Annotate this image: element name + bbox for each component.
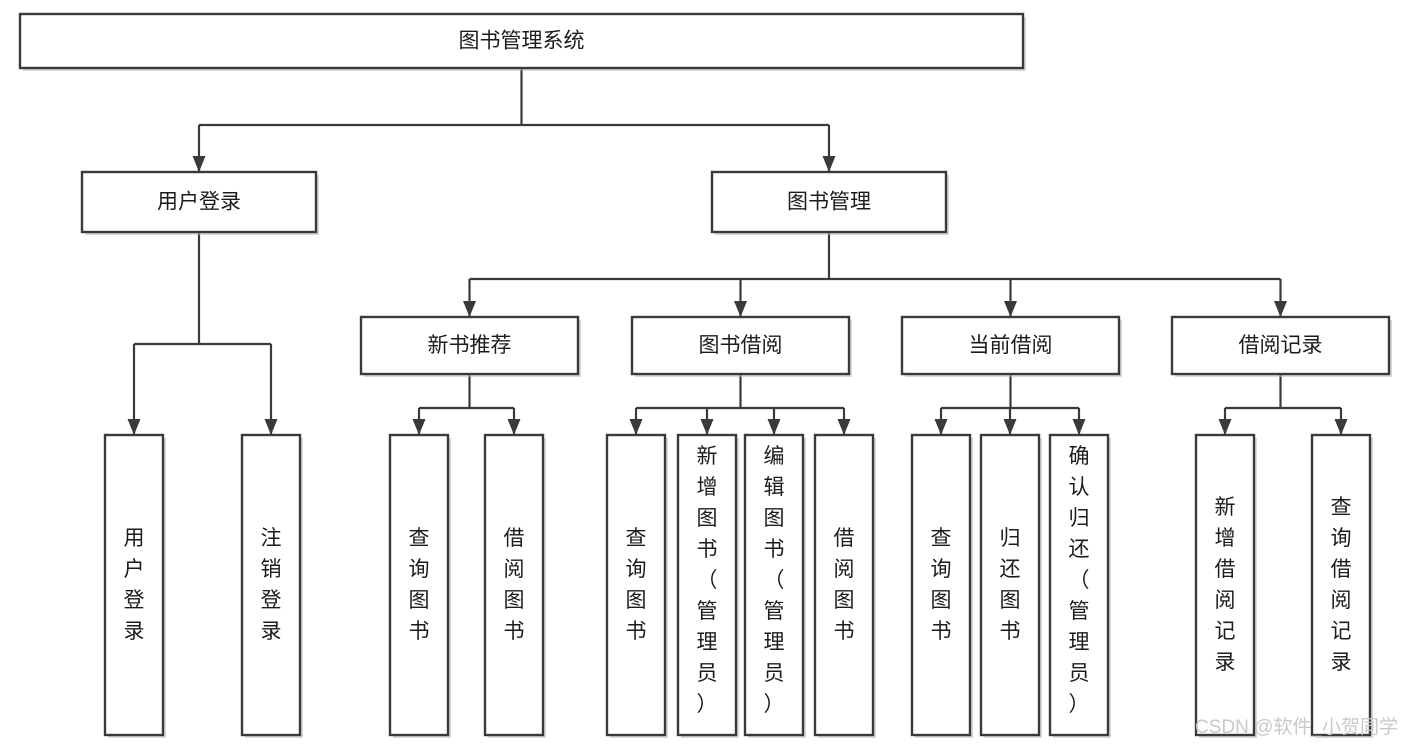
node-box[interactable] [18,12,1025,70]
node-leaf-user-logout[interactable]: 注销登录 [240,433,303,738]
node-box[interactable] [605,433,667,737]
node-book-manage[interactable]: 图书管理 [710,170,949,235]
node-box[interactable] [240,433,302,737]
node-label: 新书推荐 [428,334,512,357]
node-label: 查询图书 [626,527,647,643]
node-borrow-record[interactable]: 借阅记录 [1170,315,1392,377]
edge-group-book-manage [463,232,1287,317]
node-user-login[interactable]: 用户登录 [80,170,319,235]
node-label: 借阅记录 [1239,334,1323,357]
edge-group-borrow-record [1218,374,1348,435]
node-box[interactable] [900,315,1121,376]
node-box[interactable] [676,433,738,737]
node-leaf-query-book-2[interactable]: 查询图书 [605,433,668,738]
node-new-book-rec[interactable]: 新书推荐 [359,315,581,377]
node-box[interactable] [359,315,580,376]
node-book-borrow[interactable]: 图书借阅 [630,315,852,377]
node-label: 新增图书（管理员） [697,445,718,716]
node-leaf-query-book-1[interactable]: 查询图书 [388,433,451,738]
node-label: 图书借阅 [699,334,783,357]
node-box[interactable] [743,433,805,737]
node-leaf-add-record[interactable]: 新增借阅记录 [1194,433,1257,738]
csdn-watermark: CSDN @软件_小贺同学 [1195,716,1398,738]
node-root[interactable]: 图书管理系统 [18,12,1026,71]
node-label: 查询图书 [931,527,952,643]
node-box[interactable] [979,433,1041,737]
node-label: 图书管理系统 [459,30,585,53]
node-label: 借阅图书 [504,527,525,643]
edges-layer [127,68,1348,435]
node-leaf-borrow-book-1[interactable]: 借阅图书 [483,433,546,738]
node-box[interactable] [1170,315,1391,376]
node-leaf-user-login[interactable]: 用户登录 [103,433,166,738]
node-leaf-edit-book[interactable]: 编辑图书（管理员） [743,433,806,738]
node-label: 注销登录 [261,527,282,643]
node-box[interactable] [910,433,972,737]
node-leaf-return-book[interactable]: 归还图书 [979,433,1042,738]
node-label: 用户登录 [124,527,145,643]
edge-group-root [192,68,836,172]
node-label: 编辑图书（管理员） [764,445,785,716]
node-leaf-borrow-book-2[interactable]: 借阅图书 [813,433,876,738]
node-leaf-add-book[interactable]: 新增图书（管理员） [676,433,739,738]
node-leaf-confirm-return[interactable]: 确认归还（管理员） [1048,433,1111,738]
node-current-borrow[interactable]: 当前借阅 [900,315,1122,377]
edge-group-new-book-rec [412,374,521,435]
nodes-layer: 图书管理系统用户登录图书管理新书推荐图书借阅当前借阅借阅记录用户登录注销登录查询… [18,12,1392,738]
node-box[interactable] [710,170,948,234]
node-label: 归还图书 [1000,527,1021,643]
node-box[interactable] [80,170,318,234]
edge-group-book-borrow [629,374,851,435]
node-box[interactable] [813,433,875,737]
node-leaf-query-record[interactable]: 查询借阅记录 [1310,433,1373,738]
node-label: 新增借阅记录 [1215,496,1236,674]
node-leaf-query-book-3[interactable]: 查询图书 [910,433,973,738]
node-box[interactable] [1194,433,1256,737]
node-label: 查询借阅记录 [1331,496,1352,674]
node-label: 借阅图书 [834,527,855,643]
node-label: 图书管理 [787,191,871,214]
node-box[interactable] [483,433,545,737]
edge-group-current-borrow [934,374,1086,435]
node-label: 当前借阅 [969,334,1053,357]
node-box[interactable] [1048,433,1110,737]
node-label: 确认归还（管理员） [1069,445,1090,716]
node-box[interactable] [388,433,450,737]
edge-group-user-login [127,232,278,435]
node-box[interactable] [1310,433,1372,737]
node-label: 查询图书 [409,527,430,643]
node-label: 用户登录 [157,191,241,214]
node-box[interactable] [630,315,851,376]
node-box[interactable] [103,433,165,737]
